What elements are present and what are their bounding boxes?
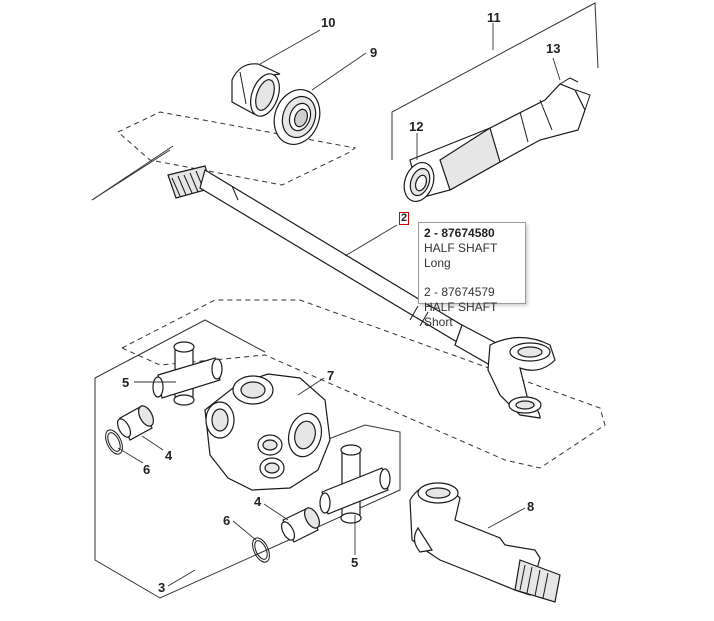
tooltip-spacer — [424, 271, 520, 285]
svg-text:5: 5 — [351, 555, 358, 570]
bearing-9[interactable] — [267, 83, 327, 151]
assembly-3-frame — [94, 319, 401, 599]
callout-4-upper[interactable]: 4 — [165, 448, 173, 463]
svg-text:8: 8 — [527, 499, 534, 514]
part-tooltip: 2 - 87674580 HALF SHAFT Long 2 - 8767457… — [418, 222, 526, 329]
shaft-dashed-outline — [117, 111, 357, 186]
callout-5-upper[interactable]: 5 — [122, 375, 129, 390]
callout-10[interactable]: 10 — [321, 15, 335, 30]
svg-text:13: 13 — [546, 41, 560, 56]
callout-3[interactable]: 3 — [158, 580, 165, 595]
axle-tube-12-13[interactable] — [399, 77, 591, 206]
callout-13[interactable]: 13 — [546, 41, 560, 56]
svg-text:11: 11 — [487, 10, 501, 25]
callout-2-highlighted[interactable]: 2 — [399, 212, 409, 225]
assembly-2-frame-line — [91, 145, 174, 201]
svg-text:10: 10 — [321, 15, 335, 30]
svg-text:5: 5 — [122, 375, 129, 390]
snap-ring-6-upper[interactable] — [102, 427, 126, 456]
half-shaft-2[interactable] — [167, 165, 556, 419]
bearing-cup-10[interactable] — [231, 63, 285, 120]
svg-text:4: 4 — [165, 448, 173, 463]
u-joint-cross-5-upper[interactable] — [152, 341, 223, 406]
callout-6-upper[interactable]: 6 — [143, 462, 150, 477]
center-yoke-7[interactable] — [204, 373, 331, 491]
tooltip-part-number-long: 2 - 87674580 — [424, 226, 495, 240]
callout-5-lower[interactable]: 5 — [351, 555, 358, 570]
stub-axle-8[interactable] — [409, 482, 561, 603]
svg-text:9: 9 — [370, 45, 377, 60]
callout-12[interactable]: 12 — [409, 119, 423, 134]
callout-11[interactable]: 11 — [487, 10, 501, 25]
tooltip-description-short: HALF SHAFT Short — [424, 300, 498, 329]
tooltip-description-long: HALF SHAFT Long — [424, 241, 498, 270]
bearing-cap-4-upper[interactable] — [115, 403, 157, 441]
svg-text:7: 7 — [327, 368, 334, 383]
u-joint-cross-5-lower[interactable] — [319, 444, 391, 524]
svg-text:12: 12 — [409, 119, 423, 134]
tooltip-part-number-short: 2 - 87674579 — [424, 285, 495, 299]
svg-text:4: 4 — [254, 494, 262, 509]
leader-lines — [117, 23, 561, 587]
callout-4-lower[interactable]: 4 — [254, 494, 262, 509]
callout-7[interactable]: 7 — [327, 368, 334, 383]
assembly-11-frame — [391, 2, 599, 160]
svg-text:3: 3 — [158, 580, 165, 595]
callout-9[interactable]: 9 — [370, 45, 377, 60]
svg-text:6: 6 — [143, 462, 150, 477]
snap-ring-6-lower[interactable] — [249, 535, 273, 564]
bearing-cap-4-lower[interactable] — [279, 505, 323, 543]
callout-6-lower[interactable]: 6 — [223, 513, 230, 528]
callout-8[interactable]: 8 — [527, 499, 534, 514]
svg-text:6: 6 — [223, 513, 230, 528]
